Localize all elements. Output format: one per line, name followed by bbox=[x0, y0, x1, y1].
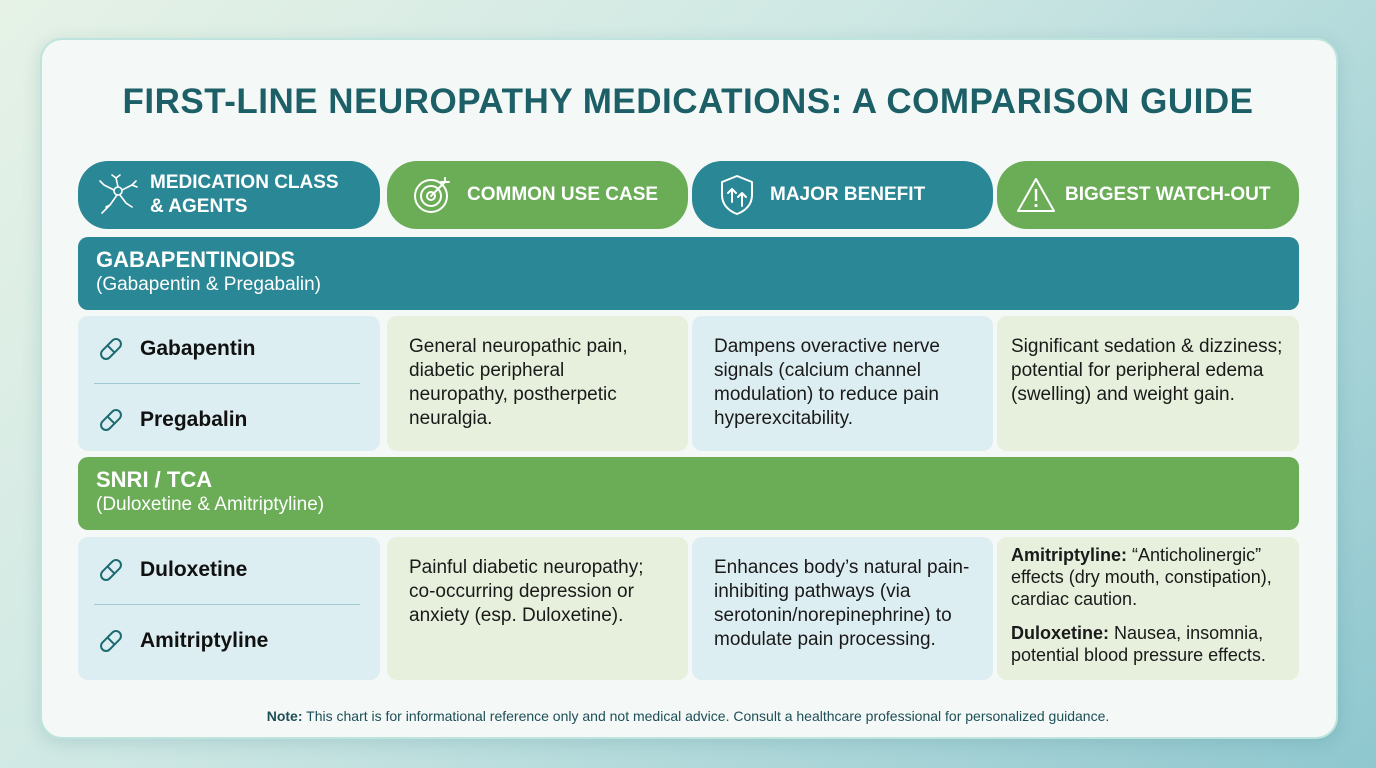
group-name: SNRI / TCA bbox=[96, 467, 213, 492]
divider bbox=[94, 383, 360, 384]
note-label: Note: bbox=[266, 708, 303, 724]
pill-icon bbox=[100, 409, 122, 431]
header-label-line1: MEDICATION CLASS bbox=[150, 172, 339, 193]
pill-icon bbox=[100, 559, 122, 581]
watch-out-label: Amitriptyline: bbox=[1011, 545, 1128, 565]
header-major-benefit: MAJOR BENEFIT bbox=[692, 161, 993, 229]
watch-out-item: Amitriptyline: “Anticholinergic” effects… bbox=[1011, 544, 1289, 610]
agent-name: Duloxetine bbox=[140, 558, 248, 581]
header-label: BIGGEST WATCH-OUT bbox=[1065, 184, 1271, 205]
header-common-use-case: COMMON USE CASE bbox=[387, 161, 688, 229]
watch-out-cell: Amitriptyline: “Anticholinergic” effects… bbox=[997, 537, 1299, 680]
agent-name: Pregabalin bbox=[140, 408, 248, 431]
watch-out-cell: Significant sedation & dizziness; potent… bbox=[997, 316, 1299, 451]
group-band-snri-tca: SNRI / TCA (Duloxetine & Amitriptyline) bbox=[78, 457, 1299, 530]
divider bbox=[94, 604, 360, 605]
target-icon bbox=[414, 177, 450, 213]
disclaimer-note: Note: This chart is for informational re… bbox=[0, 708, 1376, 724]
group-subtitle: (Duloxetine & Amitriptyline) bbox=[96, 494, 325, 515]
watch-out-text: “Anticholinergic” effects (dry mouth, co… bbox=[1011, 545, 1272, 609]
shield-arrows-icon bbox=[721, 175, 753, 215]
watch-out-label: Duloxetine: bbox=[1011, 623, 1110, 643]
warning-icon bbox=[1017, 178, 1055, 212]
watch-out-text: Nausea, insomnia, potential blood pressu… bbox=[1011, 623, 1266, 665]
agent-item: Duloxetine bbox=[96, 555, 247, 585]
agent-name: Amitriptyline bbox=[140, 629, 269, 652]
header-medication-class: MEDICATION CLASS & AGENTS bbox=[78, 161, 380, 229]
group-name: GABAPENTINOIDS bbox=[96, 247, 296, 272]
agent-item: Amitriptyline bbox=[96, 626, 268, 656]
agent-name: Gabapentin bbox=[140, 337, 256, 360]
page-title: FIRST-LINE NEUROPATHY MEDICATIONS: A COM… bbox=[122, 82, 1254, 121]
header-biggest-watch-out: BIGGEST WATCH-OUT bbox=[997, 161, 1299, 229]
agent-item: Pregabalin bbox=[96, 405, 247, 435]
header-label-line2: & AGENTS bbox=[150, 196, 248, 217]
pill-icon bbox=[100, 630, 122, 652]
group-subtitle: (Gabapentin & Pregabalin) bbox=[96, 274, 321, 295]
agent-item: Gabapentin bbox=[96, 334, 256, 364]
pill-icon bbox=[100, 338, 122, 360]
use-case-cell: Painful diabetic neuropathy; co-occurrin… bbox=[387, 537, 688, 680]
benefit-cell: Dampens overactive nerve signals (calciu… bbox=[692, 316, 993, 451]
agents-cell: Gabapentin Pregabalin bbox=[78, 316, 380, 451]
note-text: This chart is for informational referenc… bbox=[306, 708, 1110, 724]
use-case-cell: General neuropathic pain, diabetic perip… bbox=[387, 316, 688, 451]
benefit-cell: Enhances body’s natural pain-inhibiting … bbox=[692, 537, 993, 680]
header-label: MAJOR BENEFIT bbox=[770, 184, 926, 205]
watch-out-item: Duloxetine: Nausea, insomnia, potential … bbox=[1011, 622, 1289, 666]
agents-cell: Duloxetine Amitriptyline bbox=[78, 537, 380, 680]
header-label: COMMON USE CASE bbox=[467, 184, 659, 205]
neuron-icon bbox=[99, 174, 138, 214]
group-band-gabapentinoids: GABAPENTINOIDS (Gabapentin & Pregabalin) bbox=[78, 237, 1299, 310]
